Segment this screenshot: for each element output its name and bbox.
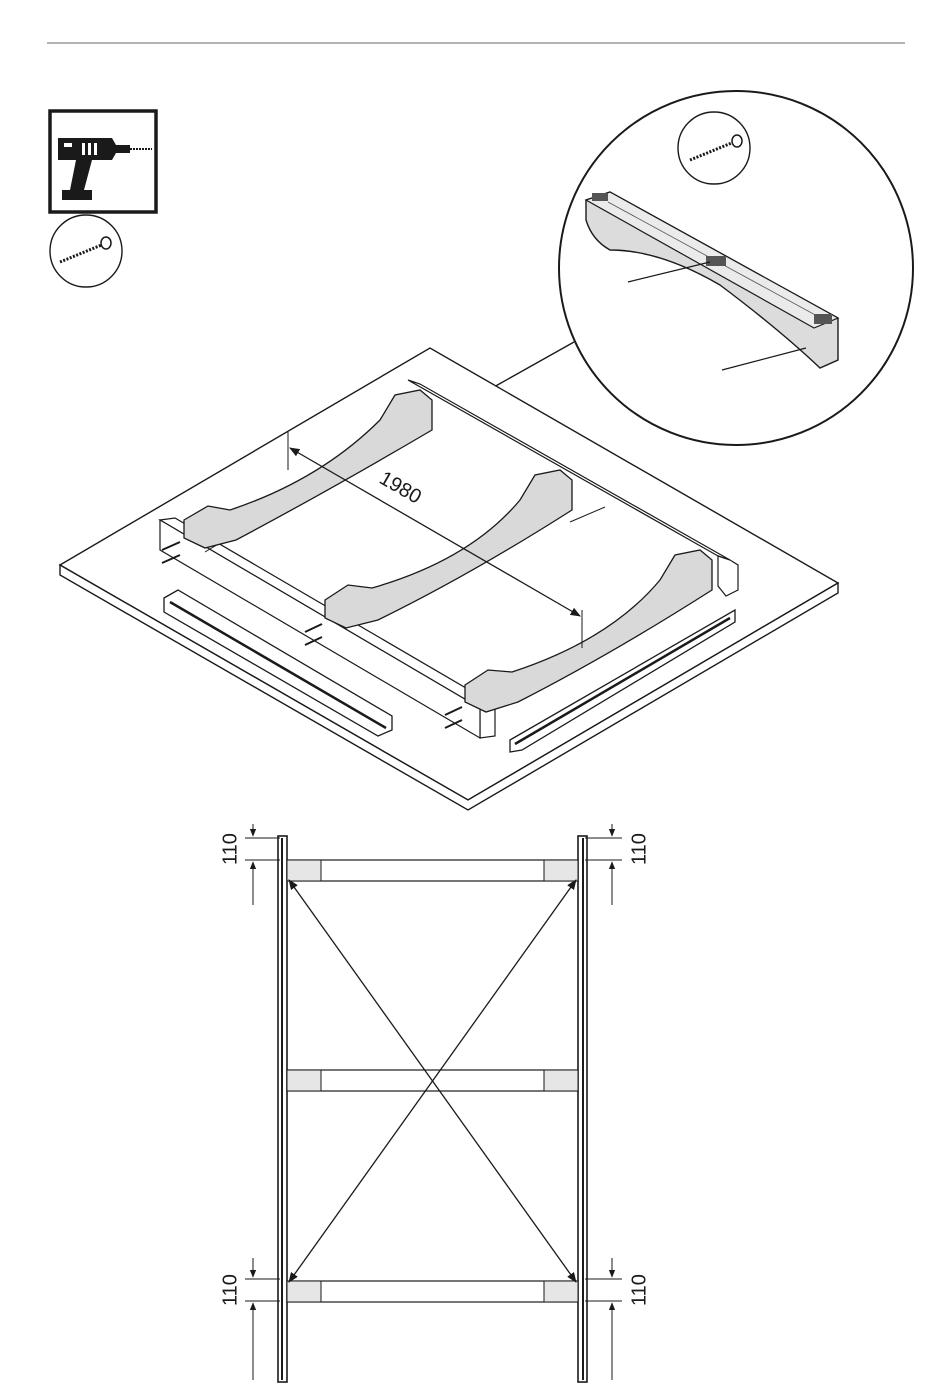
- plan-beam-top: [287, 860, 578, 881]
- dimension-top-right-label: 110: [628, 833, 650, 865]
- detail-screw-icon: [678, 112, 750, 184]
- plan-beam-bottom: [287, 1281, 578, 1302]
- detail-callout: [444, 91, 913, 445]
- dimension-bottom-left-label: 110: [219, 1274, 241, 1306]
- screw-icon: [50, 215, 122, 287]
- cordless-drill-icon: [50, 111, 156, 212]
- dimension-bottom-left: [245, 1258, 280, 1380]
- dimension-top-left-label: 110: [219, 833, 241, 865]
- dimension-top-right: [585, 824, 622, 905]
- plan-view: 110 110 110 110: [219, 824, 650, 1382]
- dimension-bottom-right: [585, 1258, 622, 1380]
- dimension-bottom-right-label: 110: [628, 1274, 650, 1306]
- dimension-top-left: [245, 824, 280, 905]
